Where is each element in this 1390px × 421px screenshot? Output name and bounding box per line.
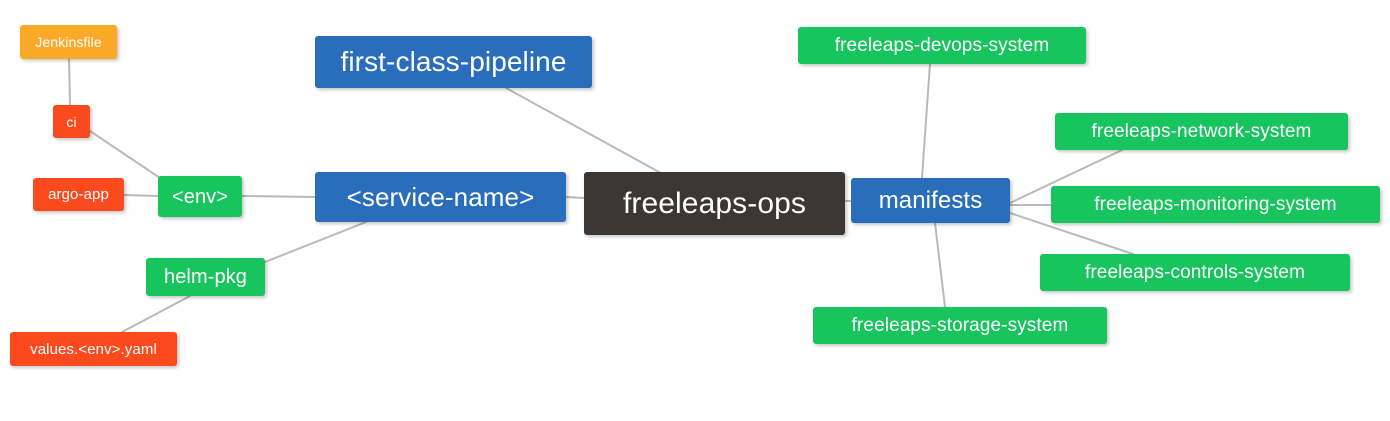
node-label: ci bbox=[66, 113, 77, 130]
node-label: freeleaps-ops bbox=[622, 186, 807, 220]
node-label: freeleaps-monitoring-system bbox=[1094, 194, 1337, 215]
node-label: helm-pkg bbox=[163, 266, 248, 288]
node-label: <env> bbox=[171, 185, 229, 208]
edge-valuesyaml-helmpkg bbox=[121, 295, 191, 333]
edge-servicename-ops bbox=[565, 196, 585, 199]
node-label: Jenkinsfile bbox=[35, 34, 102, 50]
edge-env-servicename bbox=[241, 195, 316, 198]
edge-jenkinsfile-ci bbox=[68, 58, 71, 106]
node-label: freeleaps-devops-system bbox=[834, 35, 1050, 56]
node-monitoring-system[interactable]: freeleaps-monitoring-system bbox=[1051, 186, 1380, 223]
node-label: values.<env>.yaml bbox=[30, 340, 157, 358]
node-freeleaps-ops[interactable]: freeleaps-ops bbox=[584, 172, 845, 235]
node-label: freeleaps-storage-system bbox=[851, 315, 1069, 336]
edge-manifests-storage bbox=[934, 222, 946, 308]
node-label: freeleaps-network-system bbox=[1091, 121, 1312, 142]
node-label: first-class-pipeline bbox=[340, 46, 567, 77]
node-devops-system[interactable]: freeleaps-devops-system bbox=[798, 27, 1086, 64]
node-network-system[interactable]: freeleaps-network-system bbox=[1055, 113, 1348, 150]
node-argo-app[interactable]: argo-app bbox=[33, 178, 124, 211]
edge-manifests-devops bbox=[921, 63, 931, 179]
node-controls-system[interactable]: freeleaps-controls-system bbox=[1040, 254, 1350, 291]
node-label: argo-app bbox=[48, 186, 109, 203]
edge-helmpkg-servicename bbox=[264, 221, 367, 263]
node-first-class-pipeline[interactable]: first-class-pipeline bbox=[315, 36, 592, 88]
node-label: <service-name> bbox=[346, 182, 535, 212]
edge-pipeline-ops bbox=[505, 87, 660, 173]
node-env[interactable]: <env> bbox=[158, 176, 242, 217]
edge-argoapp-env bbox=[123, 194, 159, 197]
node-service-name[interactable]: <service-name> bbox=[315, 172, 566, 222]
node-jenkinsfile[interactable]: Jenkinsfile bbox=[20, 25, 117, 59]
node-manifests[interactable]: manifests bbox=[851, 178, 1010, 223]
node-label: manifests bbox=[878, 186, 983, 214]
node-ci[interactable]: ci bbox=[53, 105, 90, 138]
node-helm-pkg[interactable]: helm-pkg bbox=[146, 258, 265, 296]
node-storage-system[interactable]: freeleaps-storage-system bbox=[813, 307, 1107, 344]
node-values-yaml[interactable]: values.<env>.yaml bbox=[10, 332, 177, 366]
edge-ci-env bbox=[89, 130, 161, 179]
node-label: freeleaps-controls-system bbox=[1084, 262, 1306, 283]
